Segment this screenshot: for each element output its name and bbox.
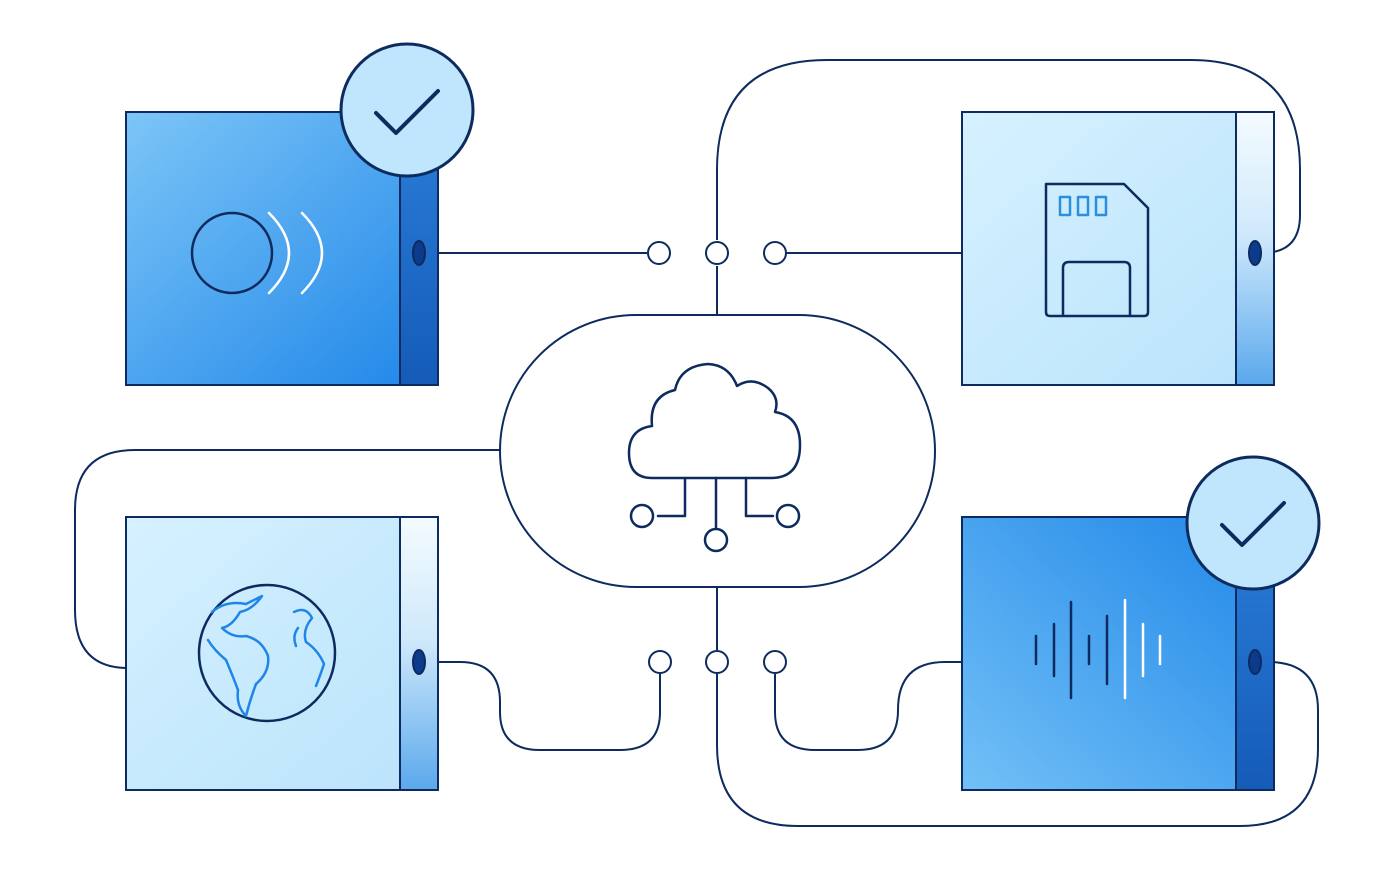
connector-hub-to-web [74,449,500,669]
junction-node [763,650,787,674]
device-port [1248,240,1262,266]
junction-node [705,241,729,265]
device-port [412,649,426,675]
verified-badge [1185,455,1321,591]
checkmark-icon [1220,501,1286,547]
device-web[interactable] [125,516,439,791]
connectors [74,59,1319,827]
device-panel [961,111,1275,386]
device-panel [125,516,439,791]
junction-node [647,241,671,265]
junction-nodes [647,241,787,674]
checkmark-icon [374,89,440,135]
connector-node-to-audio [774,661,962,751]
sd-card-icon [1044,182,1150,318]
cloud-network-icon [627,362,802,553]
sound-wave-icon [1034,598,1162,700]
connector-web-to-node [428,661,661,751]
device-storage[interactable] [961,111,1275,386]
cloud-hub-capsule [499,314,936,588]
junction-node [763,241,787,265]
junction-node [648,650,672,674]
junction-node [705,650,729,674]
connector-audio-loop [716,661,1319,827]
globe-icon [197,583,337,723]
connector-storage-loop [716,59,1301,254]
verified-badge [339,42,475,178]
device-port [1248,649,1262,675]
contactless-icon [190,211,324,295]
device-port [412,240,426,266]
cloud-hub[interactable] [499,314,936,588]
